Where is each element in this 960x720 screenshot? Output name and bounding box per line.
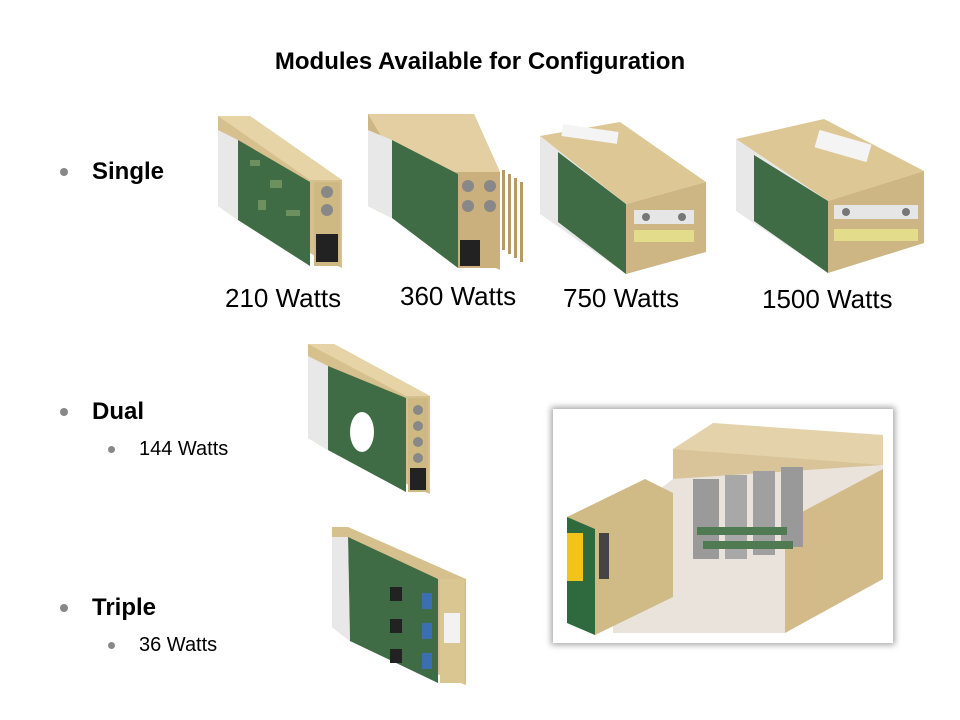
watt-label-1500: 1500 Watts: [762, 284, 893, 314]
bullet-dual-watts-label: 144 Watts: [139, 438, 229, 460]
bullet-triple-watts: 36 Watts: [108, 634, 217, 657]
bullet-single: Single: [60, 158, 164, 186]
watt-label-360: 360 Watts: [400, 281, 517, 311]
module-210w-image: [218, 116, 342, 268]
chassis-photo-frame: [553, 409, 893, 643]
module-750w-image: [540, 122, 706, 274]
module-dual-image: [308, 344, 430, 494]
watt-label-750: 750 Watts: [563, 283, 680, 313]
module-triple-image: [332, 527, 466, 685]
bullet-triple: Triple: [60, 594, 156, 622]
bullet-dual: Dual: [60, 398, 144, 426]
bullet-triple-label: Triple: [92, 594, 157, 621]
bullet-dot: [108, 642, 115, 649]
bullet-dot: [108, 446, 115, 453]
chassis-image: [567, 423, 883, 635]
slide-title: Modules Available for Configuration: [274, 48, 686, 75]
bullet-dot: [60, 168, 68, 176]
bullet-dot: [60, 604, 68, 612]
bullet-single-label: Single: [92, 158, 165, 185]
bullet-dot: [60, 408, 68, 416]
bullet-triple-watts-label: 36 Watts: [139, 634, 218, 656]
bullet-dual-label: Dual: [92, 398, 145, 425]
module-360w-image: [368, 114, 523, 270]
module-1500w-image: [736, 119, 924, 273]
watt-label-210: 210 Watts: [225, 283, 342, 313]
bullet-dual-watts: 144 Watts: [108, 438, 228, 461]
